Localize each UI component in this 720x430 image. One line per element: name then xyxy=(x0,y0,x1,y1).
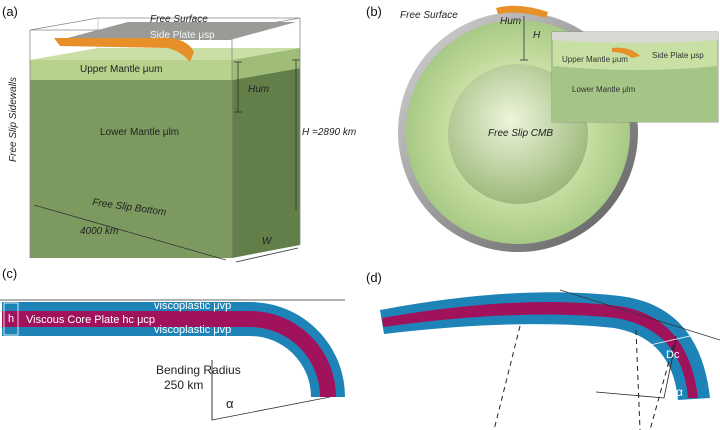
free-surface-label-a: Free Surface xyxy=(150,14,208,25)
panel-d-label: (d) xyxy=(366,270,382,285)
triangle-d xyxy=(595,339,677,399)
h-total-label-b: H xyxy=(533,30,541,41)
bending-value: 250 km xyxy=(164,378,203,392)
upper-mantle-top xyxy=(30,48,300,60)
side-plate xyxy=(60,22,296,40)
h-total-label-a: H =2890 km xyxy=(302,127,356,138)
dashed-line-2 xyxy=(635,329,641,430)
panel-a: (a) Free Surface Side Plate μsp Upper Ma… xyxy=(2,4,356,263)
h-um-label-b: Hum xyxy=(500,16,521,27)
panel-c: (c) h Viscous Core Plate hc μcp viscopla… xyxy=(0,266,345,421)
zoom-inset: Upper Mantle μum Side Plate μsp Lower Ma… xyxy=(551,31,719,123)
inset-side-label: Side Plate μsp xyxy=(652,51,704,60)
core-label: Viscous Core Plate hc μcp xyxy=(26,314,155,326)
alpha-label-d: α xyxy=(676,385,683,399)
panel-c-label: (c) xyxy=(2,266,17,281)
panel-a-label: (a) xyxy=(2,4,18,19)
h-um-label-a: Hum xyxy=(248,84,269,95)
inset-upper-label: Upper Mantle μum xyxy=(562,55,628,64)
free-surface-label-b: Free Surface xyxy=(400,10,458,21)
panel-d: (d) Dc α xyxy=(366,270,720,430)
lower-mantle-label: Lower Mantle μlm xyxy=(100,127,179,138)
side-plate-label: Side Plate μsp xyxy=(150,30,215,41)
panel-b: (b) Free Surface Hum H Free Slip CMB Upp… xyxy=(366,4,719,252)
depth-label: W xyxy=(262,236,273,247)
dashed-line-3 xyxy=(649,335,677,430)
inset-lower-label: Lower Mantle μlm xyxy=(572,85,636,94)
dc-label: Dc xyxy=(666,349,680,361)
lower-mantle-side xyxy=(232,68,300,258)
h-label-c: h xyxy=(8,313,14,325)
upper-mantle-front xyxy=(30,60,232,80)
visco-top-label: viscoplastic μvp xyxy=(154,300,231,312)
panel-b-label: (b) xyxy=(366,4,382,19)
upper-mantle-label: Upper Mantle μum xyxy=(80,64,162,75)
upper-mantle-side xyxy=(232,48,300,80)
sidewalls-label: Free Slip Sidewalls xyxy=(8,77,19,162)
slab-core-c xyxy=(2,311,336,397)
lower-mantle-front xyxy=(30,80,232,258)
visco-bottom-label: viscoplastic μvp xyxy=(154,324,231,336)
subducting-plate-b xyxy=(496,5,548,18)
subducting-plate xyxy=(54,38,194,62)
width-label: 4000 km xyxy=(80,226,118,237)
cmb-label: Free Slip CMB xyxy=(488,128,553,139)
bending-title: Bending Radius xyxy=(156,363,241,377)
alpha-label-c: α xyxy=(226,396,234,411)
inset-plate xyxy=(612,47,640,58)
dashed-line-1 xyxy=(493,325,521,430)
